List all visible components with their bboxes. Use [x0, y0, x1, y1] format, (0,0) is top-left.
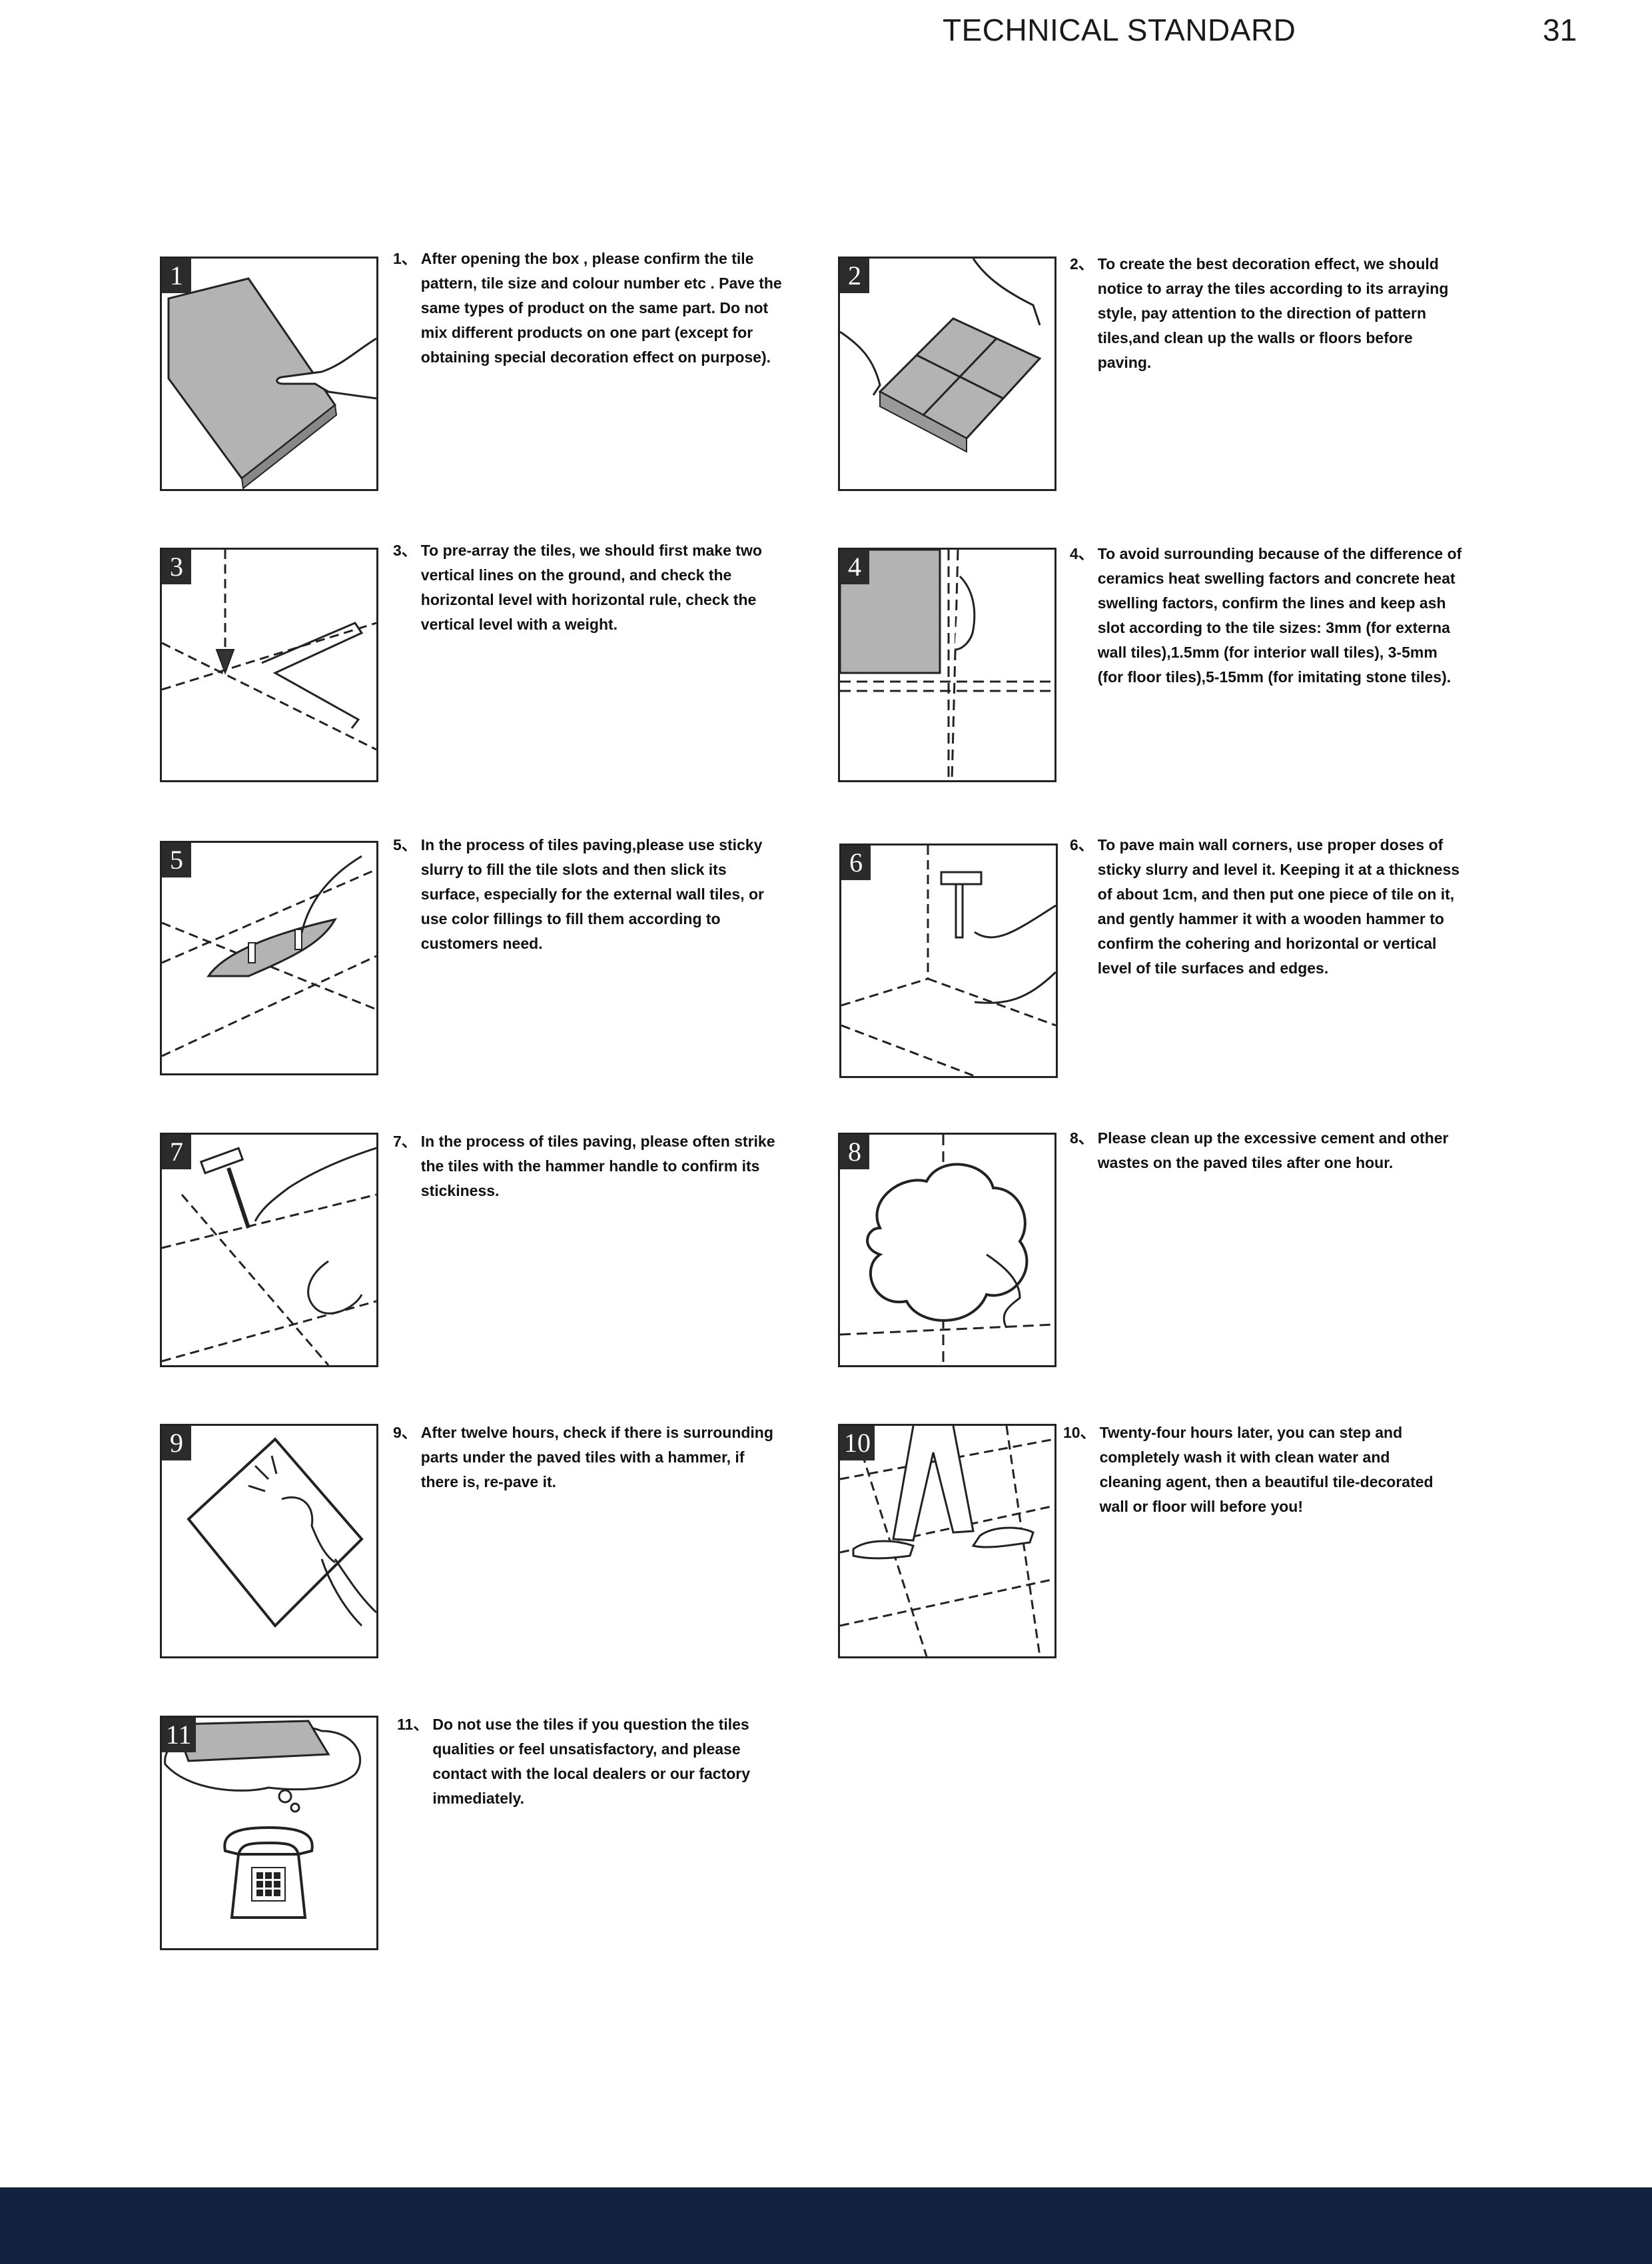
step-4-illustration: 4: [838, 548, 1056, 782]
telephone-icon: [164, 1720, 362, 1919]
walking-feet-icon: [840, 1426, 1054, 1656]
step-badge: 8: [840, 1135, 869, 1169]
page-title: TECHNICAL STANDARD: [943, 13, 1296, 47]
hammer-check-icon: [187, 1437, 376, 1628]
tile-array-hands-icon: [840, 259, 1042, 453]
footer-band: [0, 2187, 1652, 2264]
step-5-illustration: 5: [160, 841, 378, 1075]
plumb-weight-icon: [162, 550, 376, 751]
step-10-illustration: 10: [838, 1424, 1056, 1658]
step-text: After opening the box , please confirm t…: [420, 250, 782, 366]
cleaning-cloth-icon: [840, 1135, 1054, 1365]
step-badge: 10: [840, 1426, 875, 1460]
step-text: To pre-array the tiles, we should first …: [420, 542, 762, 633]
step-badge: 5: [162, 843, 191, 877]
tile-gap-hand-icon: [840, 550, 1054, 780]
step-badge: 2: [840, 259, 869, 293]
page-number: 31: [1543, 13, 1577, 47]
step-number: 4、: [1070, 545, 1094, 562]
step-text: Please clean up the excessive cement and…: [1097, 1129, 1449, 1171]
step-text: After twelve hours, check if there is su…: [420, 1424, 773, 1490]
step-badge: 4: [840, 550, 869, 584]
step-text: To create the best decoration effect, we…: [1097, 255, 1449, 371]
step-1-illustration: 1: [160, 257, 378, 491]
step-number: 1、: [393, 250, 417, 267]
step-number: 10、: [1063, 1424, 1096, 1441]
step-text: Twenty-four hours later, you can step an…: [1099, 1424, 1434, 1515]
step-7-illustration: 7: [160, 1133, 378, 1367]
tile-box-hand-icon: [167, 277, 376, 489]
step-number: 2、: [1070, 255, 1094, 273]
step-text: In the process of tiles paving,please us…: [420, 836, 764, 952]
step-badge: 6: [841, 846, 871, 880]
step-8-illustration: 8: [838, 1133, 1056, 1367]
step-badge: 1: [162, 259, 191, 293]
step-number: 8、: [1070, 1129, 1094, 1147]
step-badge: 9: [162, 1426, 191, 1460]
step-text: Do not use the tiles if you question the…: [432, 1716, 751, 1807]
step-11-illustration: 11: [160, 1716, 378, 1950]
step-text: To pave main wall corners, use proper do…: [1097, 836, 1460, 977]
step-number: 3、: [393, 542, 417, 559]
step-number: 7、: [393, 1133, 417, 1150]
step-2-illustration: 2: [838, 257, 1056, 491]
step-6-illustration: 6: [839, 844, 1058, 1078]
step-number: 5、: [393, 836, 417, 853]
wall-corner-hammer-icon: [841, 846, 1056, 1076]
step-number: 6、: [1070, 836, 1094, 853]
trowel-slurry-icon: [162, 855, 376, 1057]
step-3-illustration: 3: [160, 548, 378, 782]
hammer-strike-icon: [162, 1147, 376, 1365]
step-9-illustration: 9: [160, 1424, 378, 1658]
step-number: 9、: [393, 1424, 417, 1441]
step-badge: 11: [162, 1718, 196, 1752]
step-text: In the process of tiles paving, please o…: [420, 1133, 775, 1199]
step-badge: 7: [162, 1135, 191, 1169]
step-text: To avoid surrounding because of the diff…: [1097, 545, 1462, 686]
step-badge: 3: [162, 550, 191, 584]
step-number: 11、: [397, 1716, 429, 1733]
